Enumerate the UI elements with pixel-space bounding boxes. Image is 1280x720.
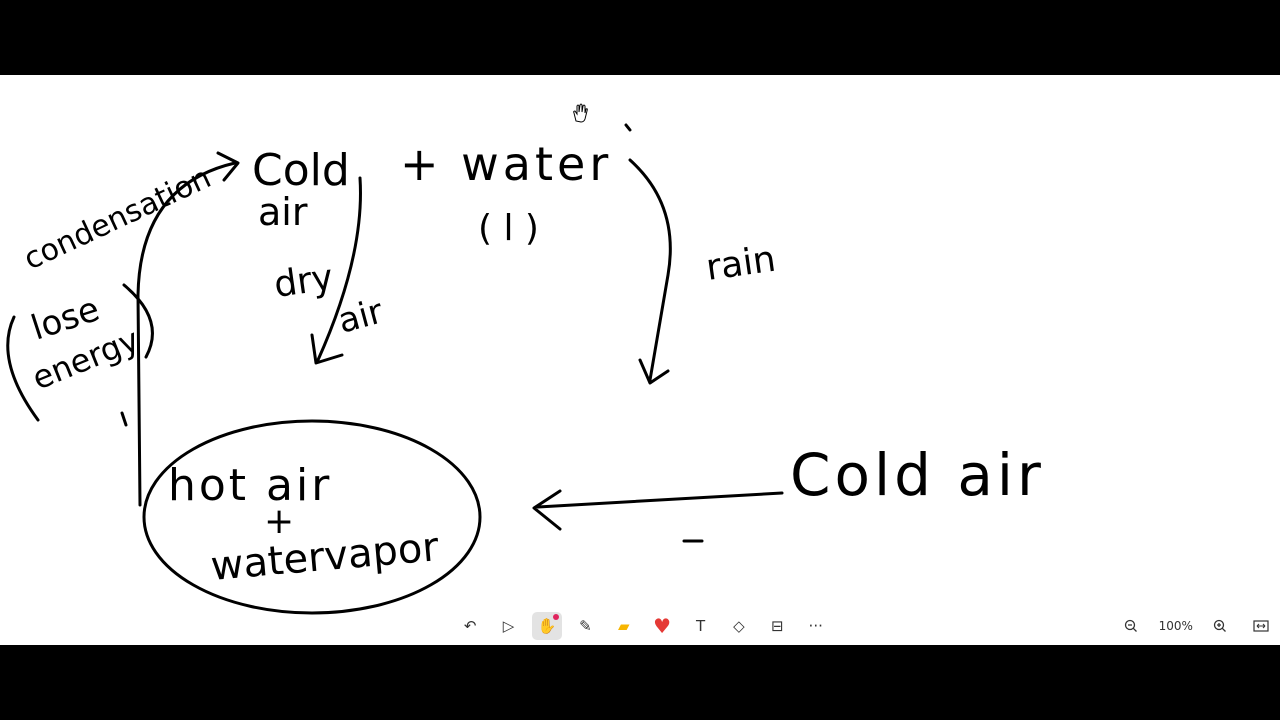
handwritten-diagram: condensation Cold air + water ( l ) dry … — [6, 123, 1045, 615]
incoming-arrow — [536, 491, 784, 509]
shapes-icon[interactable]: ◇ — [724, 612, 754, 640]
zoom-out-icon[interactable] — [1118, 613, 1144, 639]
sticky-glyph: ▰ — [617, 617, 630, 635]
heart-glyph: ♥ — [653, 614, 672, 638]
zoom-out-svg — [1124, 619, 1137, 632]
label-liquid: ( l ) — [478, 208, 539, 249]
select-icon[interactable]: ▷ — [494, 612, 524, 640]
dry-air-arrowhead — [310, 333, 344, 365]
frame-icon[interactable]: ⊟ — [762, 612, 792, 640]
hand-glyph: ✋ — [537, 617, 557, 635]
text-glyph: T — [695, 617, 706, 635]
zoom-in-svg — [1214, 619, 1227, 632]
zoom-level[interactable]: 100% — [1158, 619, 1193, 633]
label-water-vapor: watervapor — [209, 524, 441, 590]
sticky-note-icon[interactable]: ▰ — [609, 612, 639, 640]
undo-glyph: ↶ — [463, 617, 477, 635]
fit-width-svg — [1253, 620, 1269, 632]
more-glyph: ··· — [808, 617, 823, 635]
frame-glyph: ⊟ — [771, 617, 784, 635]
right-paren — [122, 283, 154, 359]
zoom-controls: 100% — [1108, 609, 1280, 643]
heart-icon[interactable]: ♥ — [647, 612, 677, 640]
zoom-in-icon[interactable] — [1207, 613, 1233, 639]
loop-line — [136, 161, 237, 507]
label-rain: rain — [704, 239, 779, 289]
active-dot — [552, 614, 559, 620]
text-icon[interactable]: T — [686, 612, 716, 640]
label-air-top: air — [258, 190, 308, 234]
left-paren — [6, 315, 40, 422]
rain-arrow — [628, 158, 672, 382]
shapes-glyph: ◇ — [733, 617, 745, 635]
hand-icon[interactable]: ✋ — [531, 612, 562, 640]
more-icon[interactable]: ··· — [801, 612, 831, 640]
undo-icon[interactable]: ↶ — [455, 612, 485, 640]
pen-glyph: ✎ — [579, 617, 592, 635]
label-plus: + — [264, 501, 294, 542]
label-cold-air-right: Cold air — [790, 441, 1045, 509]
label-hot-air: hot air — [168, 460, 332, 511]
dry-air-arrow — [316, 176, 362, 362]
pen-icon[interactable]: ✎ — [570, 612, 600, 640]
hand-cursor-icon — [573, 103, 588, 123]
label-plus-water: + water — [400, 137, 612, 191]
rain-arrowhead — [638, 358, 670, 385]
label-cold-top: Cold — [252, 145, 350, 196]
bottom-toolbar: ↶ ▷ ✋ ✎ ▰ ♥ T ◇ ⊟ ··· — [445, 609, 841, 643]
whiteboard-canvas[interactable]: condensation Cold air + water ( l ) dry … — [0, 75, 1280, 645]
label-dry: dry — [272, 257, 336, 306]
loop-arrowhead — [216, 151, 240, 182]
fit-width-icon[interactable] — [1248, 613, 1274, 639]
hot-air-ellipse — [142, 419, 482, 615]
incoming-arrowhead — [532, 489, 562, 531]
label-condensation: condensation — [19, 160, 217, 277]
select-glyph: ▷ — [502, 617, 515, 635]
